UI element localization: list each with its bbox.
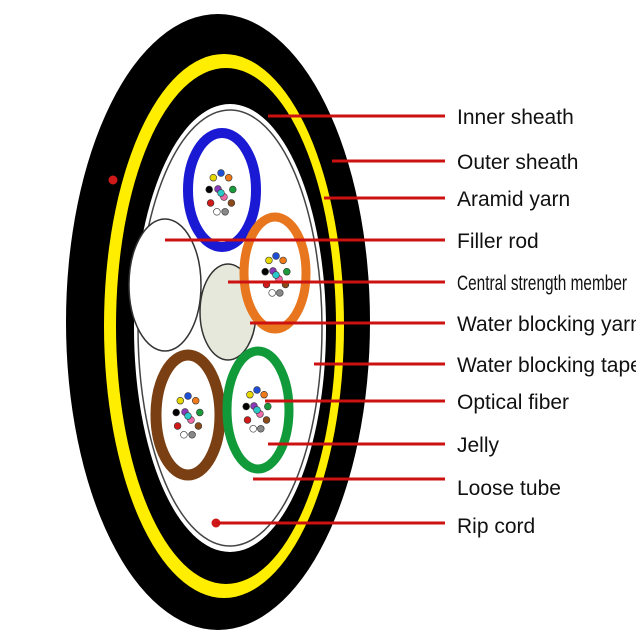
fiber-bundle-brown (172, 392, 204, 439)
label-optical-fiber: Optical fiber (457, 391, 569, 414)
optical-fiber-dot (184, 392, 192, 400)
label-water-blocking-yarn: Water blocking yarn (457, 313, 636, 336)
fiber-bundle-blue (205, 169, 237, 216)
optical-fiber-dot (262, 416, 271, 424)
optical-fiber-dot (272, 252, 280, 260)
optical-fiber-dot (206, 199, 215, 207)
label-aramid-yarn: Aramid yarn (457, 188, 570, 211)
label-water-blocking-tape: Water blocking tape (457, 354, 636, 377)
optical-fiber-dot (265, 256, 273, 265)
label-rip-cord: Rip cord (457, 515, 535, 538)
optical-fiber-dot (221, 208, 229, 216)
label-central-strength-member: Central strength member (457, 272, 627, 295)
optical-fiber-dot (184, 412, 192, 420)
optical-fiber-dot (272, 271, 280, 279)
label-filler-rod: Filler rod (457, 230, 539, 253)
optical-fiber-dot (229, 185, 237, 194)
label-inner-sheath: Inner sheath (457, 106, 574, 129)
optical-fiber-dot (194, 422, 203, 430)
optical-fiber-dot (242, 402, 250, 411)
optical-fiber-dot (264, 402, 272, 411)
optical-fiber-dot (225, 174, 233, 182)
optical-fiber-dot (260, 391, 268, 399)
optical-fiber-dot (243, 416, 252, 424)
optical-fiber-dot (192, 397, 200, 405)
optical-fiber-dot (213, 208, 221, 216)
optical-fiber-dot (173, 422, 182, 430)
label-jelly: Jelly (457, 434, 500, 457)
optical-fiber-dot (283, 268, 291, 276)
optical-fiber-dot (205, 185, 213, 194)
optical-fiber-dot (176, 397, 185, 405)
optical-fiber-dot (276, 289, 284, 297)
optical-fiber-dot (196, 408, 204, 417)
optical-fiber-dot (261, 268, 269, 276)
optical-fiber-dot (217, 169, 225, 177)
optical-fiber-dot (188, 431, 196, 439)
optical-fiber-dot (227, 199, 236, 207)
optical-fiber-dot (279, 256, 287, 265)
optical-fiber-dot (257, 425, 265, 433)
optical-fiber-dot (253, 406, 261, 414)
label-loose-tube: Loose tube (457, 477, 561, 500)
optical-fiber-dot (172, 408, 180, 417)
optical-fiber-dot (246, 391, 254, 399)
optical-fiber-dot (209, 174, 218, 182)
optical-fiber-dot (249, 425, 257, 433)
filler-rod (128, 218, 202, 352)
label-outer-sheath: Outer sheath (457, 151, 578, 174)
optical-fiber-dot (180, 431, 188, 439)
fiber-bundle-green (242, 386, 272, 433)
optical-fiber-dot (268, 289, 276, 297)
rip-cord-dot-left (108, 175, 118, 185)
optical-fiber-dot (217, 189, 225, 197)
optical-fiber-dot (253, 386, 261, 394)
